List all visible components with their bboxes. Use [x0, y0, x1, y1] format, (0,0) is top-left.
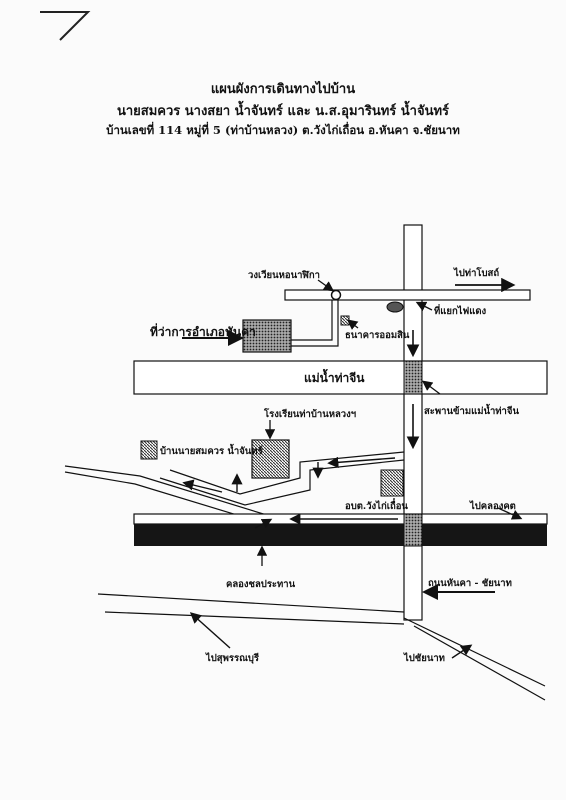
district-office-label: ที่ว่าการอำเภอหันคา — [150, 325, 256, 339]
sao-label: อบต.วังไก่เถื่อน — [345, 501, 408, 512]
top-road — [284, 289, 531, 301]
house-address: บ้านเลขที่ 114 หมู่ที่ 5 (ท่าบ้านหลวง) ต… — [106, 123, 460, 137]
river-band — [133, 360, 548, 395]
arrow-to-suphan — [189, 612, 231, 649]
roundabout-icon — [330, 289, 342, 301]
arrow-traffic-light — [415, 301, 433, 312]
to-chainat-label: ไปชัยนาท — [404, 653, 445, 664]
arrow-bridge — [421, 380, 441, 395]
traffic-light-icon — [386, 301, 404, 313]
bank-icon — [340, 315, 350, 326]
school-building — [251, 439, 290, 479]
map-title: แผนผังการเดินทางไปบ้าน — [210, 82, 356, 97]
arrow-roundabout — [317, 279, 335, 292]
to-tha-pho-label: ไปท่าโบสถ์ — [454, 268, 500, 279]
river-label: แม่น้ำท่าจีน — [304, 371, 365, 385]
bridge-label: สะพานข้ามแม่น้ำท่าจีน — [424, 406, 519, 417]
owner-names: นายสมควร นางสยา น้ำจันทร์ และ น.ส.อุมาริ… — [116, 104, 450, 119]
irrigation-canal — [134, 524, 547, 546]
to-suphan-label: ไปสุพรรณบุรี — [206, 653, 260, 664]
arrow-bank — [346, 319, 359, 330]
road-to-suphan — [97, 593, 405, 625]
school-label: โรงเรียนท่าบ้านหลวงฯ — [264, 409, 357, 420]
traffic-light-label: ที่แยกไฟแดง — [434, 306, 487, 317]
house-label: บ้านนายสมควร น้ำจันทร์ — [160, 446, 263, 457]
to-khlong-label: ไปคลองคต — [470, 501, 516, 512]
house-icon — [140, 440, 158, 460]
roundabout-label: วงเวียนหอนาฬิกา — [248, 270, 320, 281]
arrow-canal-up — [254, 518, 273, 529]
arrow-route-left-1 — [327, 456, 396, 468]
scan-corner-mark — [40, 11, 91, 41]
bridge-over-river — [403, 360, 423, 395]
side-road-to-canal — [64, 465, 271, 523]
arrow-to-khlong — [497, 507, 523, 520]
arrow-to-chainat — [451, 644, 473, 659]
canal-label: คลองชลประทาน — [226, 579, 296, 590]
road-name-label: ถนนหันคา - ชัยนาท — [428, 578, 512, 589]
bank-label: ธนาคารออมสิน — [345, 330, 410, 341]
bridge-over-canal — [403, 513, 423, 547]
road-to-chainat — [403, 617, 546, 701]
sao-building — [380, 469, 404, 497]
arrow-route-left-2 — [182, 479, 223, 493]
office-road — [290, 300, 339, 347]
